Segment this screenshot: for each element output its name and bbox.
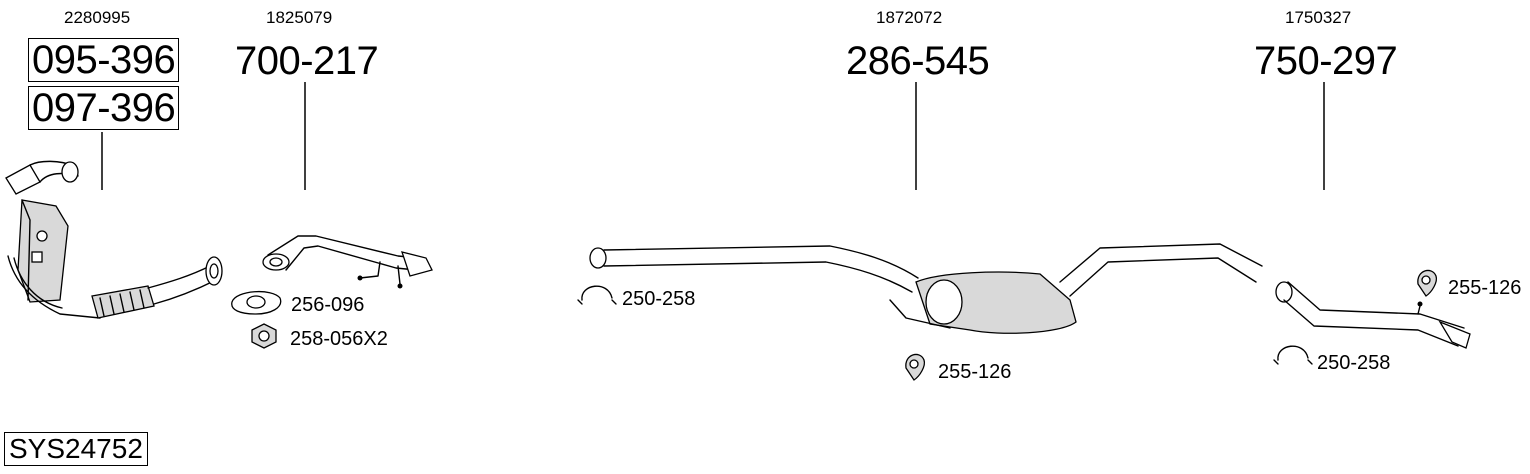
- hanger-icon-rear: [1417, 269, 1438, 297]
- catalytic-converter-drawing: [5, 160, 223, 319]
- clamp-rear-label[interactable]: 250-258: [1317, 352, 1391, 374]
- nut-icon: [251, 323, 277, 349]
- intermediate-pipe-drawing: [262, 235, 433, 289]
- gasket-label[interactable]: 256-096: [291, 294, 365, 316]
- oe-number-2: 1825079: [266, 8, 333, 27]
- oe-number-4: 1750327: [1285, 8, 1352, 27]
- part-number-3[interactable]: 286-545: [846, 39, 990, 83]
- hanger-middle-label[interactable]: 255-126: [938, 361, 1012, 383]
- clamp-front-label[interactable]: 250-258: [622, 288, 696, 310]
- hanger-icon-middle: [905, 353, 926, 381]
- clamp-icon-rear: [1273, 345, 1313, 365]
- system-code: SYS24752: [4, 432, 148, 466]
- part-number-1a[interactable]: 095-396: [28, 38, 180, 82]
- hanger-rear-label[interactable]: 255-126: [1448, 277, 1522, 299]
- nut-label[interactable]: 258-056X2: [290, 328, 388, 350]
- oe-number-3: 1872072: [876, 8, 943, 27]
- part-number-4[interactable]: 750-297: [1254, 39, 1398, 83]
- part-number-2[interactable]: 700-217: [235, 39, 379, 83]
- clamp-icon-front: [577, 285, 617, 305]
- gasket-icon: [231, 291, 282, 315]
- middle-silencer-drawing: [589, 243, 1263, 334]
- part-number-1b[interactable]: 097-396: [28, 86, 180, 130]
- rear-pipe-drawing: [1275, 281, 1471, 349]
- oe-number-1: 2280995: [64, 8, 131, 27]
